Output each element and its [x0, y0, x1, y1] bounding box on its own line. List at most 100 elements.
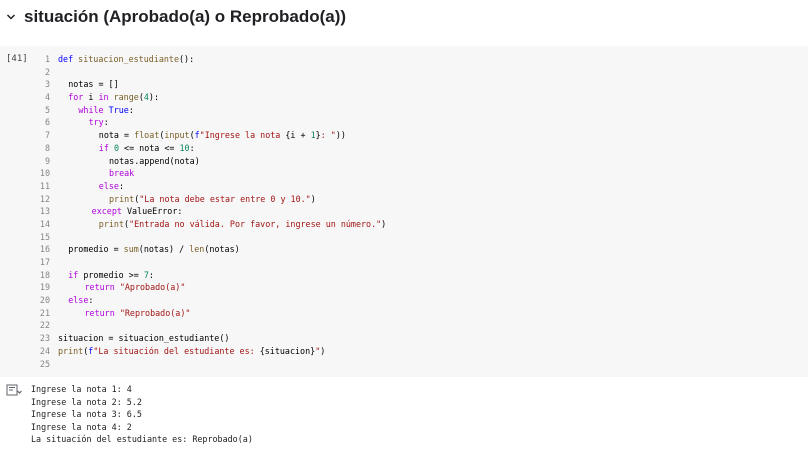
line-number: 13	[39, 206, 50, 217]
code-text: promedio = sum(notas) / len(notas)	[54, 243, 239, 256]
line-number: 24	[39, 345, 50, 356]
code-token: :	[148, 269, 154, 280]
code-token: (	[159, 130, 165, 141]
code-token: f	[88, 345, 94, 356]
code-token: notas = []	[68, 79, 119, 90]
code-token: i	[88, 92, 99, 103]
code-editor[interactable]: 1 def situacion_estudiante(): 2 3 notas = []…	[30, 53, 800, 370]
code-token: else	[68, 295, 89, 306]
code-token: nota =	[98, 130, 135, 141]
code-text: break	[54, 167, 134, 180]
line-number: 16	[39, 244, 50, 255]
code-token: return	[84, 307, 120, 318]
code-token: "	[315, 345, 321, 356]
line-number: 3	[44, 79, 50, 90]
code-text: nota = float(input(f"Ingrese la nota {i …	[54, 129, 346, 142]
code-line: 15	[30, 231, 800, 244]
code-text: situacion = situacion_estudiante()	[54, 332, 229, 345]
code-token: ():	[179, 54, 195, 64]
code-token: sum	[123, 244, 139, 255]
code-token: (notas) /	[138, 244, 190, 255]
code-text: if promedio >= 7:	[54, 269, 154, 282]
line-number: 18	[39, 269, 50, 280]
line-number: 14	[39, 218, 50, 229]
line-number: 6	[44, 117, 50, 128]
code-token: for	[68, 92, 89, 103]
code-token: :	[118, 180, 125, 191]
code-text: try:	[54, 116, 109, 129]
code-token: 10	[179, 142, 190, 153]
code-line: 3 notas = []	[30, 78, 800, 91]
code-line: 7 nota = float(input(f"Ingrese la nota {i…	[30, 129, 800, 142]
output-line: Ingrese la nota 3: 6.5	[31, 409, 142, 419]
line-number: 2	[44, 66, 50, 77]
code-text: print("La nota debe estar entre 0 y 10."…	[54, 193, 316, 206]
code-token: "Reprobado(a)"	[119, 307, 191, 318]
code-token: promedio =	[68, 244, 124, 255]
code-token: 7	[143, 269, 149, 280]
section-title[interactable]: situación (Aprobado(a) o Reprobado(a))	[24, 7, 347, 26]
line-number: 9	[44, 155, 50, 166]
code-token: : "	[320, 130, 336, 141]
code-token: except	[91, 206, 127, 217]
chevron-down-icon[interactable]	[6, 12, 16, 22]
code-token: while	[78, 104, 109, 115]
code-token: {i +	[285, 130, 311, 141]
line-number: 21	[39, 307, 50, 318]
output-line: La situación del estudiante es: Reprobad…	[31, 434, 253, 444]
code-text: if 0 <= nota <= 10:	[54, 142, 195, 155]
code-text: else:	[54, 294, 93, 307]
code-text	[54, 358, 58, 371]
code-text	[54, 231, 58, 244]
code-token: :	[103, 117, 109, 128]
section-header: situación (Aprobado(a) o Reprobado(a))	[0, 0, 808, 34]
code-token: "Aprobado(a)"	[119, 282, 186, 293]
code-text: return "Reprobado(a)"	[54, 307, 191, 320]
line-number: 15	[39, 231, 50, 242]
code-token: if	[68, 269, 84, 280]
code-token: (	[134, 193, 140, 204]
line-number: 10	[39, 168, 50, 179]
line-number: 12	[39, 193, 50, 204]
code-text: notas = []	[54, 78, 119, 91]
code-token: 1	[310, 130, 316, 141]
code-token: :	[189, 142, 195, 153]
code-token: situacion = situacion_estudiante()	[58, 333, 230, 344]
code-token: "La situación del estudiante es:	[93, 345, 260, 356]
code-token: "La nota debe estar entre 0 y 10."	[139, 193, 311, 204]
code-token: :	[88, 295, 94, 306]
code-line: 6 try:	[30, 116, 800, 129]
output-toggle-icon[interactable]	[6, 383, 22, 396]
code-token: break	[109, 168, 135, 179]
code-token: ))	[335, 130, 346, 141]
code-token: notas.append(nota)	[109, 155, 200, 166]
code-token: (	[138, 92, 144, 103]
code-text: def situacion_estudiante():	[54, 53, 194, 66]
code-token: range	[113, 92, 139, 103]
line-number: 19	[39, 282, 50, 293]
code-token: 0	[113, 142, 119, 153]
code-line: 10 break	[30, 167, 800, 180]
output-line: Ingrese la nota 2: 5.2	[31, 396, 142, 407]
code-line: 25	[30, 358, 800, 371]
code-token: promedio >=	[83, 269, 144, 280]
code-text: while True:	[54, 104, 133, 117]
code-token: print	[109, 193, 135, 204]
code-line: 9 notas.append(nota)	[30, 155, 800, 168]
code-line: 12 print("La nota debe estar entre 0 y 10…	[30, 193, 800, 206]
code-token: }	[315, 130, 321, 141]
code-line: 17	[30, 256, 800, 269]
code-line: 18 if promedio >= 7:	[30, 269, 800, 282]
line-number: 8	[44, 142, 50, 153]
line-number: 7	[44, 130, 50, 141]
